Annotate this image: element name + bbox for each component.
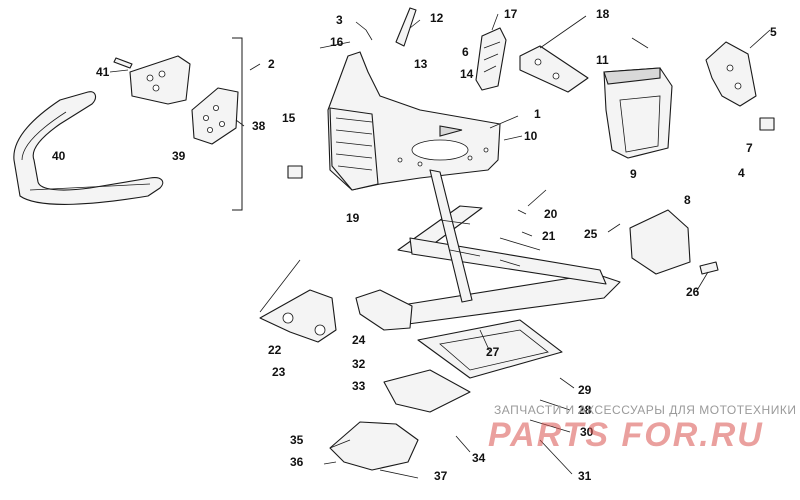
skid-bracket — [355, 289, 413, 331]
callout-7: 7 — [746, 141, 753, 155]
watermark-tagline: ЗАПЧАСТИ И АКСЕССУАРЫ ДЛЯ МОТОТЕХНИКИ — [494, 403, 796, 417]
callout-37: 37 — [434, 469, 448, 483]
mount-plate — [519, 45, 589, 93]
rubber-block-left — [287, 165, 303, 179]
callout-36: 36 — [290, 455, 304, 469]
callout-20: 20 — [544, 207, 558, 221]
callout-40: 40 — [52, 149, 66, 163]
callout-21: 21 — [542, 229, 556, 243]
callout-13: 13 — [414, 57, 428, 71]
callout-26: 26 — [686, 285, 700, 299]
callout-8: 8 — [684, 193, 691, 207]
lower-skid-plate — [383, 369, 471, 413]
callout-4: 4 — [738, 166, 745, 180]
callout-24: 24 — [352, 333, 366, 347]
upper-bracket — [395, 7, 417, 47]
callout-18: 18 — [596, 7, 610, 21]
bumper-bracket-upper — [113, 55, 191, 105]
rubber-block-right — [759, 117, 775, 131]
callout-6: 6 — [462, 45, 469, 59]
callout-10: 10 — [524, 129, 538, 143]
callout-12: 12 — [430, 11, 444, 25]
callout-39: 39 — [172, 149, 186, 163]
callout-1: 1 — [534, 107, 541, 121]
front-bumper — [13, 91, 164, 205]
callout-28: 28 — [578, 403, 592, 417]
bottom-guard — [329, 421, 419, 471]
side-panel — [603, 67, 673, 159]
callout-29: 29 — [578, 383, 592, 397]
main-frame — [395, 169, 621, 325]
watermark-logo: PARTS FOR.RU — [488, 416, 764, 454]
callout-2: 2 — [268, 57, 275, 71]
callout-23: 23 — [272, 365, 286, 379]
rear-mount-bracket — [629, 209, 719, 275]
callout-31: 31 — [578, 469, 592, 483]
callout-22: 22 — [268, 343, 282, 357]
front-bulkhead — [327, 51, 501, 191]
callout-30: 30 — [580, 425, 594, 439]
callout-11: 11 — [596, 53, 609, 67]
watermark: ЗАПЧАСТИ И АКСЕССУАРЫ ДЛЯ МОТОТЕХНИКИ PA… — [488, 403, 796, 454]
skid-plate — [417, 319, 563, 379]
callout-15: 15 — [282, 111, 296, 125]
callout-14: 14 — [460, 67, 474, 81]
bumper-mount-plate — [191, 87, 239, 145]
callout-27: 27 — [486, 345, 500, 359]
rear-bracket — [705, 41, 757, 107]
callout-35: 35 — [290, 433, 304, 447]
callout-16: 16 — [330, 35, 344, 49]
callout-41: 41 — [96, 65, 110, 79]
vent-mount — [475, 27, 507, 91]
callout-33: 33 — [352, 379, 366, 393]
callout-3: 3 — [336, 13, 343, 27]
leader-lines — [109, 13, 771, 479]
callout-32: 32 — [352, 357, 366, 371]
callout-25: 25 — [584, 227, 598, 241]
callout-9: 9 — [630, 167, 637, 181]
callout-labels: 1 2 3 4 5 6 7 8 9 10 11 12 13 14 15 16 1… — [52, 7, 777, 483]
callout-17: 17 — [504, 7, 518, 21]
callout-38: 38 — [252, 119, 266, 133]
callout-19: 19 — [346, 211, 360, 225]
callout-34: 34 — [472, 451, 486, 465]
callout-5: 5 — [770, 25, 777, 39]
lower-control-bracket — [259, 289, 337, 343]
